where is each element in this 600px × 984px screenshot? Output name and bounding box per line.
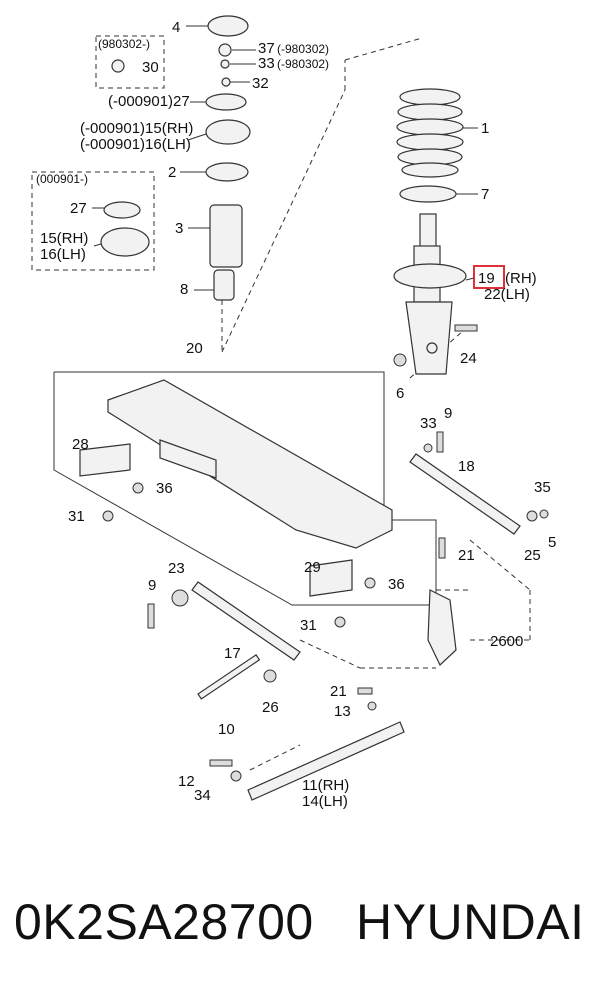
label-21b: 21 [330, 683, 347, 700]
label-16a: (-000901)16(LH) [80, 136, 191, 153]
label-37: 37 [258, 40, 275, 57]
box-000901 [31, 171, 155, 271]
label-21a: 21 [458, 547, 475, 564]
lateral-link-18 [409, 453, 521, 535]
trailing-arm-11 [247, 721, 405, 801]
footer: 0K2SA28700 HYUNDAI [0, 872, 600, 972]
label-34: 34 [194, 787, 211, 804]
label-27a: (-000901)27 [108, 93, 190, 110]
label-19: 19 [478, 270, 495, 287]
label-30: 30 [142, 59, 159, 76]
bolt-10 [197, 654, 261, 700]
suspension-parts-diagram: (980302-) (000901-) 4 37 (-980302) 33 (-… [31, 15, 556, 810]
label-9a: 9 [444, 405, 452, 422]
label-15a: (-000901)15(RH) [80, 120, 193, 137]
callouts: (980302-) (000901-) 4 37 (-980302) 33 (-… [36, 19, 556, 810]
nut-30 [111, 59, 125, 73]
label-13: 13 [334, 703, 351, 720]
label-15b: 15(RH) [40, 230, 88, 247]
label-12: 12 [178, 773, 195, 790]
label-1: 1 [481, 120, 489, 137]
label-33b: 33 [420, 415, 437, 432]
label-27b: 27 [70, 200, 87, 217]
label-24: 24 [460, 350, 477, 367]
label-33a-date: (-980302) [277, 57, 329, 71]
label-20: 20 [186, 340, 203, 357]
label-17: 17 [224, 645, 241, 662]
label-7: 7 [481, 186, 489, 203]
label-32: 32 [252, 75, 269, 92]
plate-27b [103, 201, 141, 219]
top-mount-stack [205, 15, 251, 301]
label-36b: 36 [388, 576, 405, 593]
label-3: 3 [175, 220, 183, 237]
spring-seat [399, 185, 457, 203]
label-11: 11(RH) [302, 777, 349, 794]
box-980302 [95, 35, 165, 89]
label-2600: 2600 [490, 633, 523, 650]
label-33a: 33 [258, 55, 275, 72]
mount-15b [100, 227, 150, 257]
subframe-crossmember [79, 379, 393, 597]
label-29: 29 [304, 559, 321, 576]
label-22: 22(LH) [484, 286, 530, 303]
label-10: 10 [218, 721, 235, 738]
label-14: 14(LH) [302, 793, 348, 810]
label-31a: 31 [68, 508, 85, 525]
label-8: 8 [180, 281, 188, 298]
label-2: 2 [168, 164, 176, 181]
label-5: 5 [548, 534, 556, 551]
knuckle [427, 589, 457, 666]
label-4: 4 [172, 19, 180, 36]
fasteners [102, 324, 549, 782]
label-16b: 16(LH) [40, 246, 86, 263]
label-35: 35 [534, 479, 551, 496]
strut-assembly [393, 213, 467, 375]
highlight-box-19 [473, 265, 505, 289]
coil-spring [396, 88, 464, 178]
label-6: 6 [396, 385, 404, 402]
lateral-link-17 [191, 581, 301, 661]
label-36a: 36 [156, 480, 173, 497]
part-number: 0K2SA28700 [14, 894, 314, 950]
label-31b: 31 [300, 617, 317, 634]
label-23: 23 [168, 560, 185, 577]
label-37-date: (-980302) [277, 42, 329, 56]
label-19-rh: (RH) [505, 270, 537, 287]
subframe-outline [53, 371, 437, 606]
label-18: 18 [458, 458, 475, 475]
label-box2-date: (000901-) [36, 172, 88, 186]
label-26: 26 [262, 699, 279, 716]
label-28: 28 [72, 436, 89, 453]
brand-name: HYUNDAI [356, 894, 585, 950]
callout-ticks [92, 25, 478, 291]
label-25: 25 [524, 547, 541, 564]
label-box1-date: (980302-) [98, 37, 150, 51]
label-9b: 9 [148, 577, 156, 594]
